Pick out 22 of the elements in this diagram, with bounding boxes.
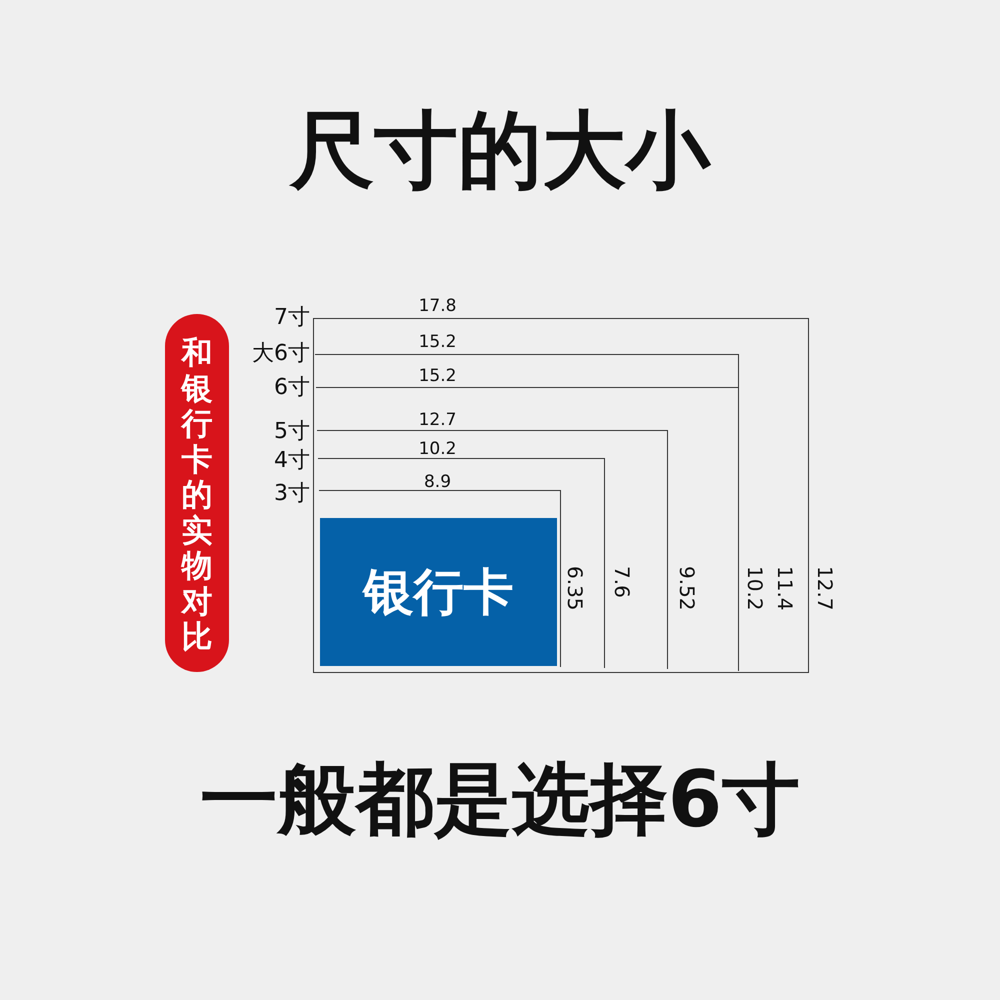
width-value: 12.7 bbox=[418, 410, 458, 430]
size-label: 3寸 bbox=[273, 480, 310, 508]
width-value: 15.2 bbox=[418, 366, 458, 386]
width-value: 8.9 bbox=[422, 472, 452, 492]
size-label: 大6寸 bbox=[251, 340, 310, 368]
bank-card: 银行卡 bbox=[320, 518, 557, 666]
title: 尺寸的大小 bbox=[288, 100, 712, 201]
height-value: 10.2 bbox=[743, 566, 767, 611]
size-label: 5寸 bbox=[273, 418, 310, 446]
height-value: 11.4 bbox=[773, 566, 797, 611]
size-label: 6寸 bbox=[273, 374, 310, 402]
width-value: 17.8 bbox=[418, 296, 458, 316]
height-value: 7.6 bbox=[610, 566, 634, 598]
caption: 一般都是选择6寸 bbox=[198, 754, 802, 847]
size-label: 4寸 bbox=[273, 447, 310, 475]
height-value: 9.52 bbox=[675, 566, 699, 611]
badge-text: 和银行卡的实物对比 bbox=[180, 336, 214, 656]
height-value: 6.35 bbox=[563, 566, 587, 611]
width-value: 15.2 bbox=[418, 332, 458, 352]
size-label: 7寸 bbox=[273, 304, 310, 332]
height-value: 12.7 bbox=[813, 566, 837, 611]
width-value: 10.2 bbox=[418, 439, 458, 459]
